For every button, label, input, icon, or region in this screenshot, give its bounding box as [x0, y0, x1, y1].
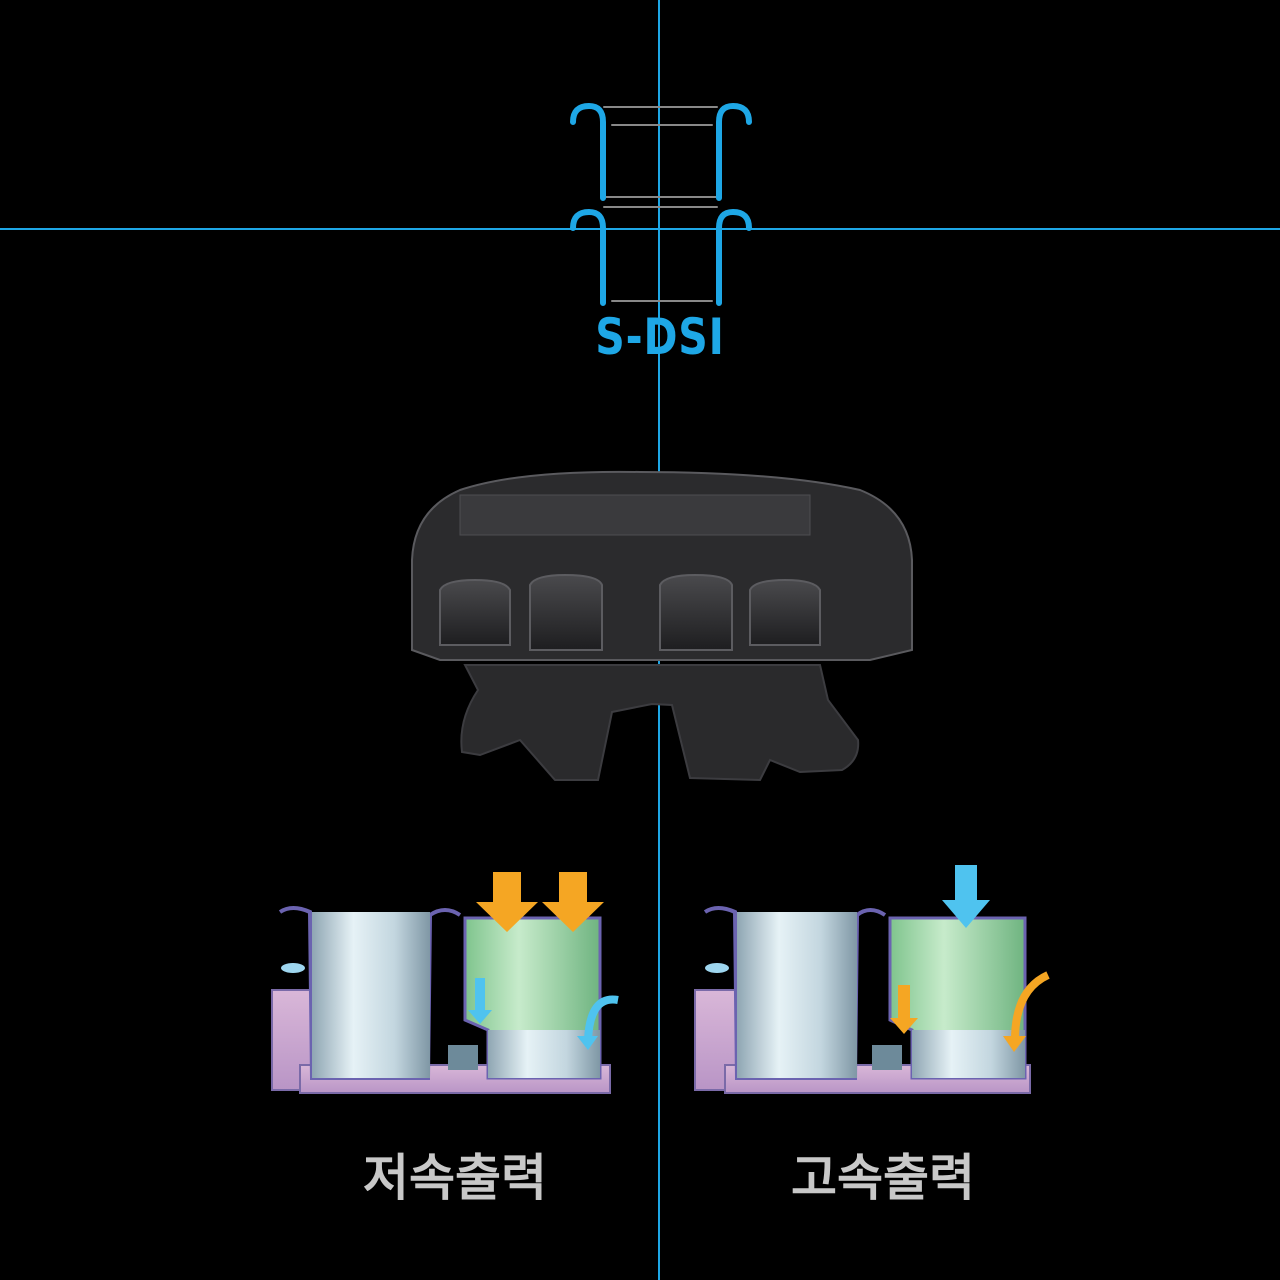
high-speed-label: 고속출력	[791, 1149, 975, 1207]
manifold-image	[411, 470, 913, 782]
intake-arrow-orange-1-icon	[476, 872, 538, 932]
high-speed-diagram	[694, 865, 1050, 1094]
swirl-arrow-orange-icon	[1003, 971, 1050, 1052]
swirl-arrow-blue-icon	[577, 995, 619, 1050]
low-speed-label: 저속출력	[363, 1149, 547, 1207]
flow-arrow-orange-icon	[890, 985, 918, 1034]
low-speed-diagram	[271, 872, 619, 1094]
intake-arrow-orange-2-icon	[542, 872, 604, 932]
flow-arrow-blue-icon	[468, 978, 492, 1024]
intake-arrow-blue-icon	[942, 865, 990, 928]
sdsi-port-icon	[570, 102, 752, 306]
sdsi-logo-text: S-DSI	[595, 308, 725, 366]
